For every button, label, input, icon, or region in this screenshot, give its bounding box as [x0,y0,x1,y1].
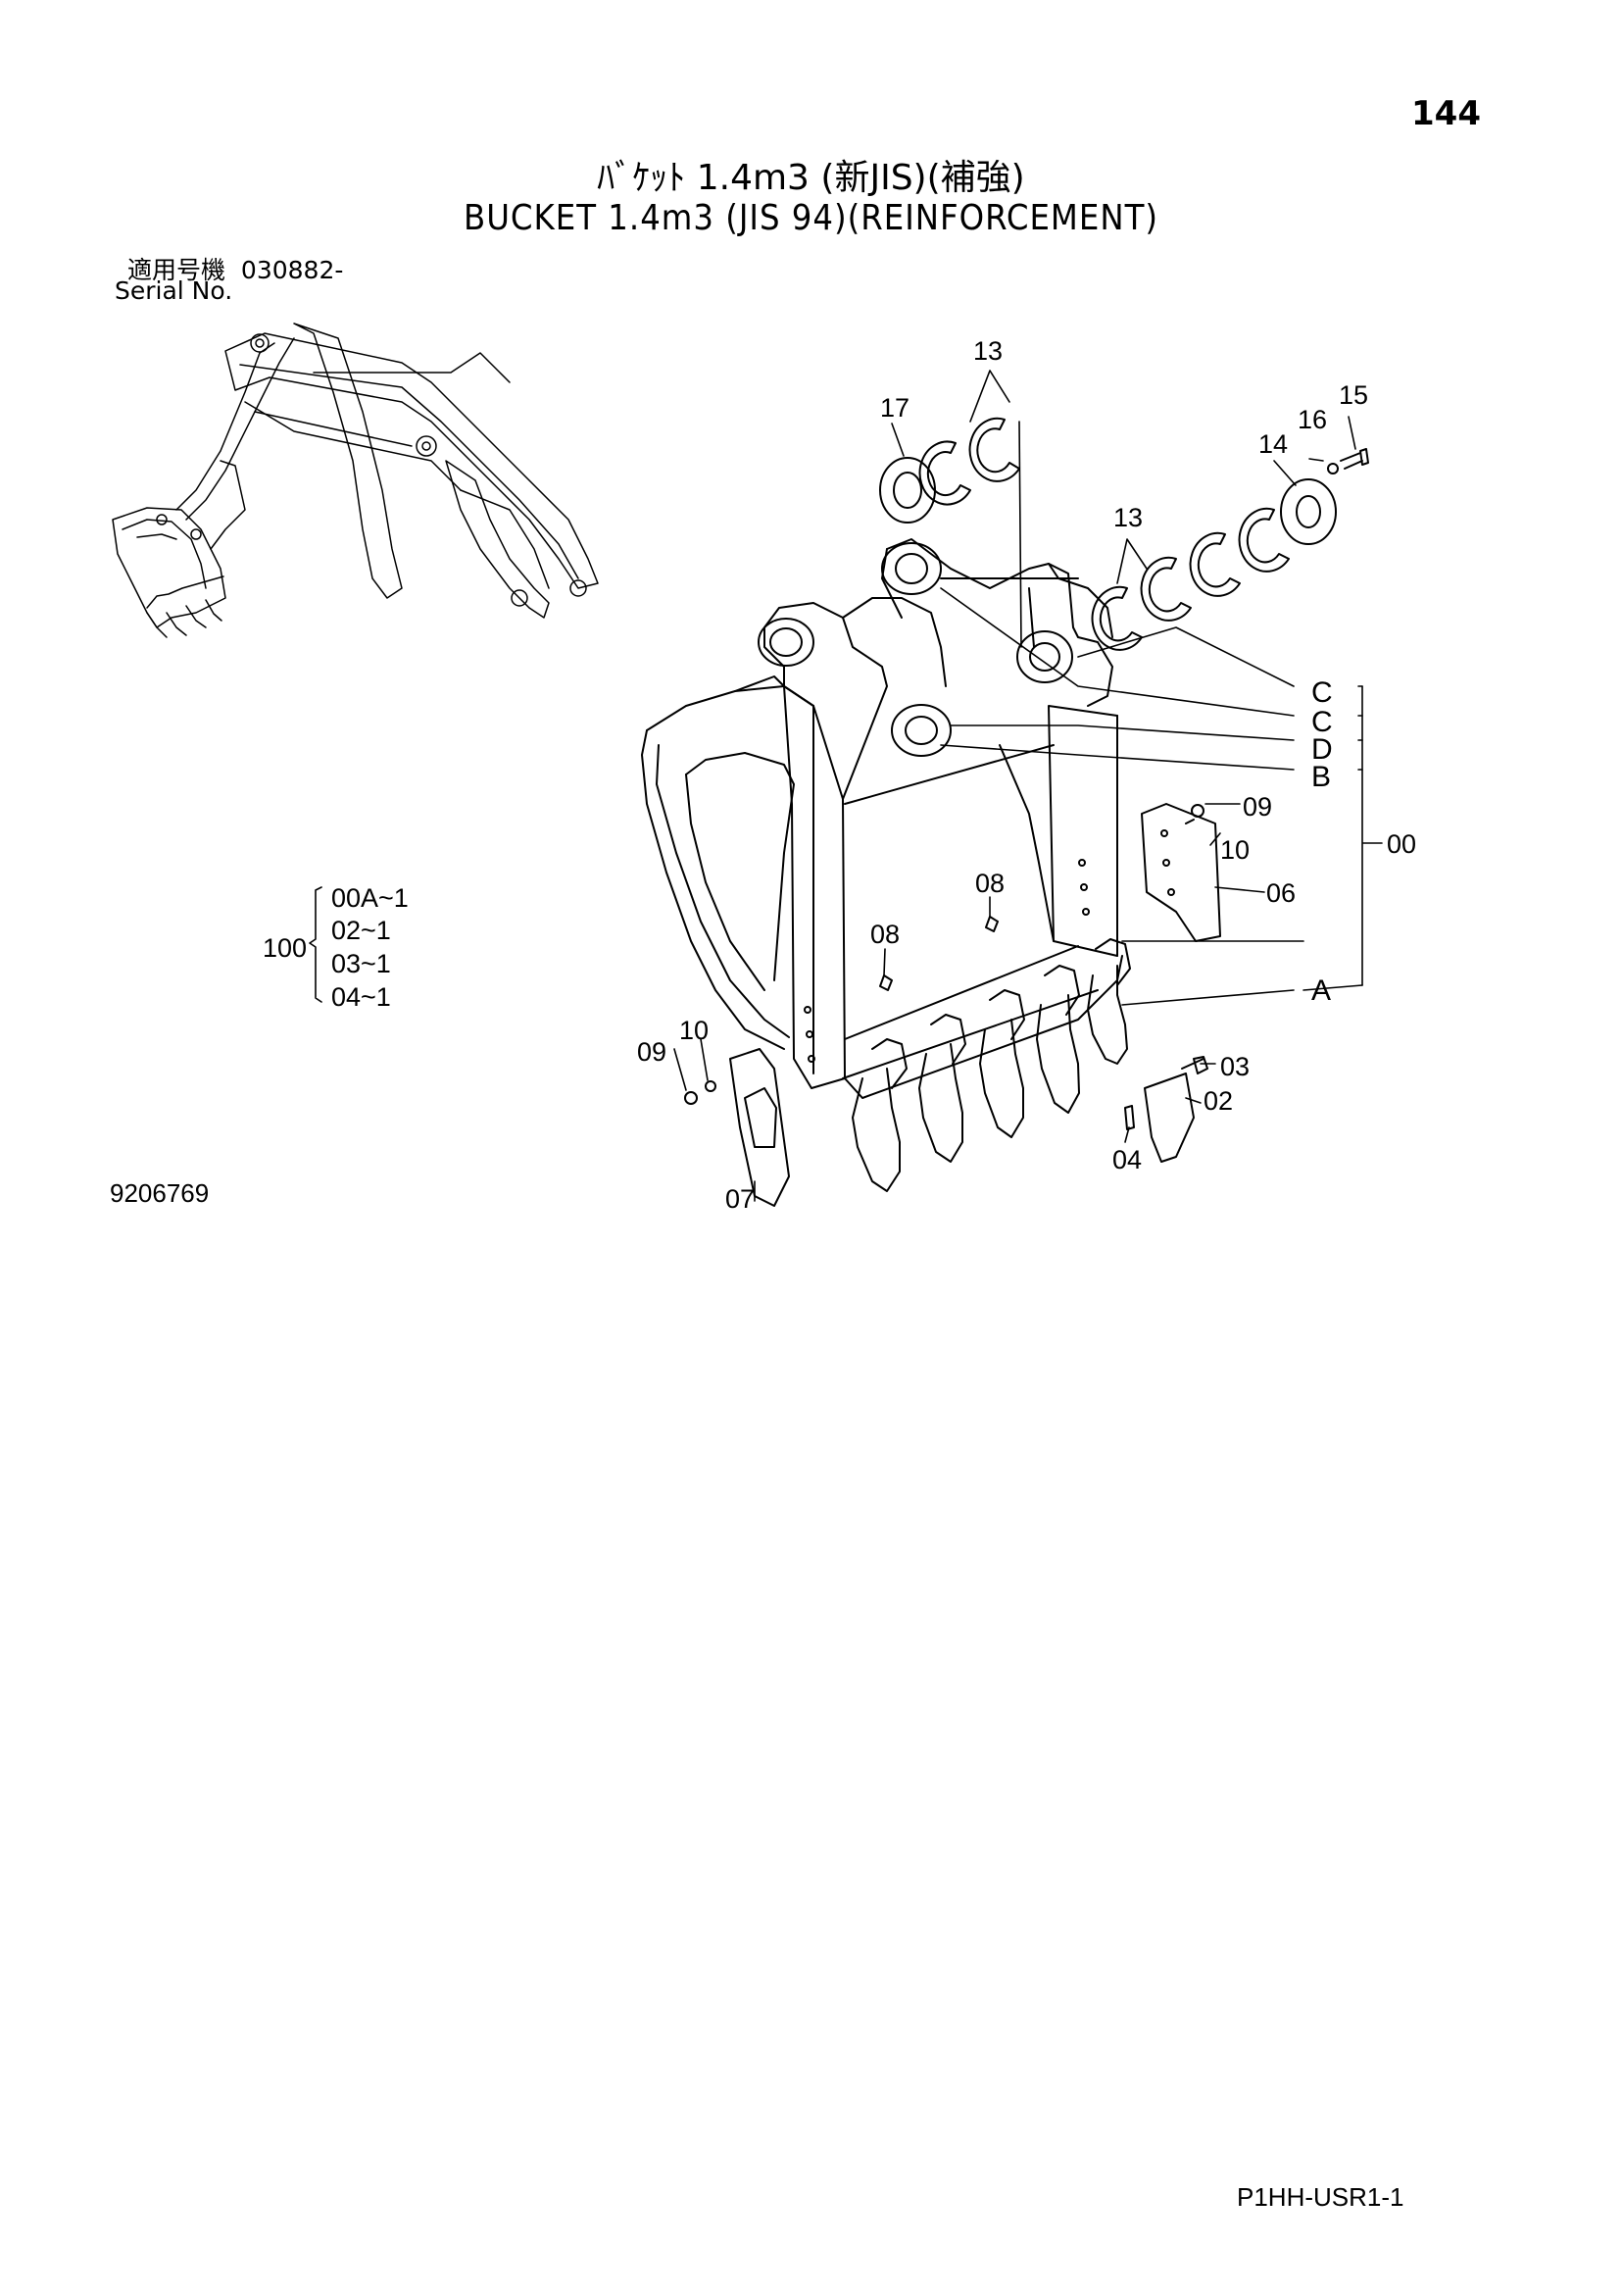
callout-04: 04 [1112,1145,1142,1174]
assembly-number: 100 [263,933,307,963]
callout-00: 00 [1387,829,1416,859]
callout-02: 02 [1204,1086,1233,1116]
serial-label-jp: 適用号機 [127,256,226,284]
callout-09-left: 09 [637,1037,666,1067]
callout-14: 14 [1258,429,1288,459]
assembly-item-2: 02~1 [331,916,391,945]
callout-03: 03 [1220,1052,1250,1081]
callout-10-left: 10 [679,1016,709,1045]
bucket-illustration [641,538,1221,1207]
serial-label-en: Serial No. [115,276,233,305]
callout-13-lower: 13 [1113,503,1143,532]
bucket-teeth [852,938,1131,1192]
leader-lines [309,370,1383,1202]
callout-06: 06 [1266,878,1296,908]
assembly-item-3: 03~1 [331,949,391,978]
callout-09-right: 09 [1243,792,1272,822]
callout-15: 15 [1339,380,1368,410]
callout-08-lower: 08 [870,920,900,949]
callout-d: D [1311,733,1333,766]
serial-value: 030882- [240,256,344,284]
callout-c-1: C [1311,676,1333,709]
callout-07: 07 [725,1184,755,1214]
page-number: 144 [1411,94,1481,133]
callout-13-upper: 13 [973,336,1003,366]
serial-label-jp-row: 適用号機 030882- [127,251,343,286]
shims-and-seals [684,417,1369,1105]
callout-10-right: 10 [1220,835,1250,865]
assembly-item-1: 00A~1 [331,883,409,913]
callout-a: A [1311,974,1331,1007]
callout-labels: 13 17 15 16 14 13 C C D B 09 10 00 06 08… [263,336,1416,1214]
figure-number: 9206769 [110,1178,210,1208]
callout-b: B [1311,761,1331,793]
callout-17: 17 [880,393,909,423]
callout-16: 16 [1298,405,1327,434]
callout-08-upper: 08 [975,869,1005,898]
title-japanese: ﾊﾞｹｯﾄ 1.4m3 (新JIS)(補強) [597,158,1025,198]
callout-c-2: C [1311,706,1333,738]
document-code: P1HH-USR1-1 [1237,2182,1404,2212]
assembly-item-4: 04~1 [331,982,391,1012]
excavator-arm-thumbnail [112,323,599,638]
title-english: BUCKET 1.4m3 (JIS 94)(REINFORCEMENT) [464,198,1158,238]
